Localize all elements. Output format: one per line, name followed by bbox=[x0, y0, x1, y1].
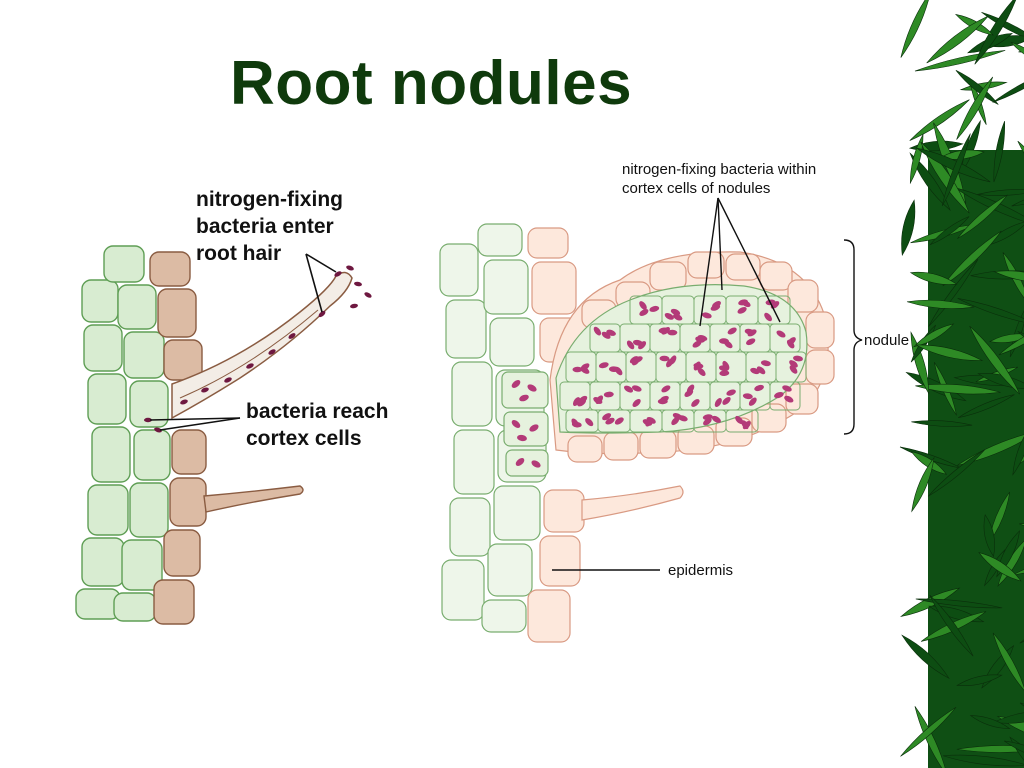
right-root-section bbox=[439, 197, 863, 643]
bamboo-leaf-shape bbox=[957, 298, 1024, 325]
bamboo-leaf-shape bbox=[909, 152, 951, 212]
label-line: root hair bbox=[196, 242, 282, 265]
bamboo-leaf-shape bbox=[900, 587, 961, 617]
bamboo-leaf-shape bbox=[906, 299, 975, 309]
label-line: cortex cells bbox=[246, 427, 362, 450]
bamboo-leaf-shape bbox=[914, 344, 984, 361]
slide-title: Root nodules bbox=[230, 49, 633, 118]
label-line: bacteria enter bbox=[196, 215, 334, 238]
label-bacteria-within-nodule: nitrogen-fixing bacteria within cortex c… bbox=[622, 160, 816, 198]
bamboo-leaf-shape bbox=[983, 514, 996, 558]
bamboo-leaf-shape bbox=[901, 199, 916, 256]
bamboo-leaf-shape bbox=[993, 270, 1024, 283]
bamboo-leaf-shape bbox=[942, 230, 1002, 287]
bamboo-leaf-shape bbox=[927, 449, 986, 497]
bamboo-leaf-shape bbox=[900, 0, 931, 58]
bamboo-leaf-shape bbox=[941, 133, 971, 207]
bamboo-leaf-shape bbox=[913, 323, 955, 348]
bamboo-leaf-shape bbox=[915, 598, 1003, 609]
bamboo-leaf-shape bbox=[1010, 41, 1024, 66]
bamboo-leaf-shape bbox=[910, 451, 948, 475]
label-bacteria-enter-root-hair: nitrogen-fixing bacteria enter root hair bbox=[196, 186, 343, 267]
label-line: nitrogen-fixing bacteria within bbox=[622, 161, 817, 178]
bamboo-leaf-shape bbox=[969, 325, 1021, 395]
bamboo-leaf-shape bbox=[914, 706, 948, 768]
bamboo-leaf-shape bbox=[955, 70, 999, 105]
bamboo-leaf-shape bbox=[909, 271, 958, 285]
label-line: cortex cells of nodules bbox=[622, 180, 771, 197]
bamboo-leaf-shape bbox=[1012, 423, 1024, 476]
bamboo-leaf-shape bbox=[909, 133, 924, 185]
bamboo-leaf-shape bbox=[988, 491, 1011, 543]
bamboo-leaf-shape bbox=[926, 15, 989, 64]
bamboo-leaf-shape bbox=[978, 552, 1022, 582]
bamboo-leaf-shape bbox=[915, 383, 1001, 395]
bamboo-leaf-shape bbox=[911, 456, 935, 513]
bamboo-leaf-shape bbox=[992, 632, 1024, 693]
bamboo-leaf-shape bbox=[998, 323, 1024, 356]
label-line: nitrogen-fixing bbox=[196, 188, 343, 211]
bamboo-leaf-shape bbox=[992, 710, 1024, 724]
bamboo-leaf-shape bbox=[909, 99, 970, 141]
bamboo-leaf-shape bbox=[911, 420, 973, 427]
bamboo-leaf-shape bbox=[901, 634, 950, 680]
bamboo-leaf-shape bbox=[956, 674, 1003, 687]
label-epidermis: epidermis bbox=[668, 562, 734, 579]
bamboo-leaf-shape bbox=[993, 120, 1005, 183]
bamboo-leaf-shape bbox=[989, 333, 1024, 343]
bamboo-leaf-shape bbox=[974, 0, 1019, 65]
label-nodule: nodule bbox=[864, 332, 910, 349]
bamboo-leaf-shape bbox=[900, 706, 957, 757]
left-root-section bbox=[75, 245, 372, 625]
bamboo-leaf-shape bbox=[977, 372, 1024, 389]
bamboo-leaf-shape bbox=[929, 594, 974, 657]
bamboo-leaf-shape bbox=[942, 754, 1024, 767]
bamboo-leaf-shape bbox=[916, 147, 991, 183]
bamboo-leaf-shape bbox=[929, 216, 970, 246]
bamboo-leaf-shape bbox=[1004, 740, 1024, 764]
label-line: bacteria reach bbox=[246, 400, 389, 423]
bamboo-leaf-shape bbox=[969, 715, 1011, 729]
bamboo-leaf-shape bbox=[958, 394, 1015, 419]
bamboo-leaf-shape bbox=[956, 76, 994, 140]
label-bacteria-reach-cortex: bacteria reach cortex cells bbox=[246, 398, 388, 452]
